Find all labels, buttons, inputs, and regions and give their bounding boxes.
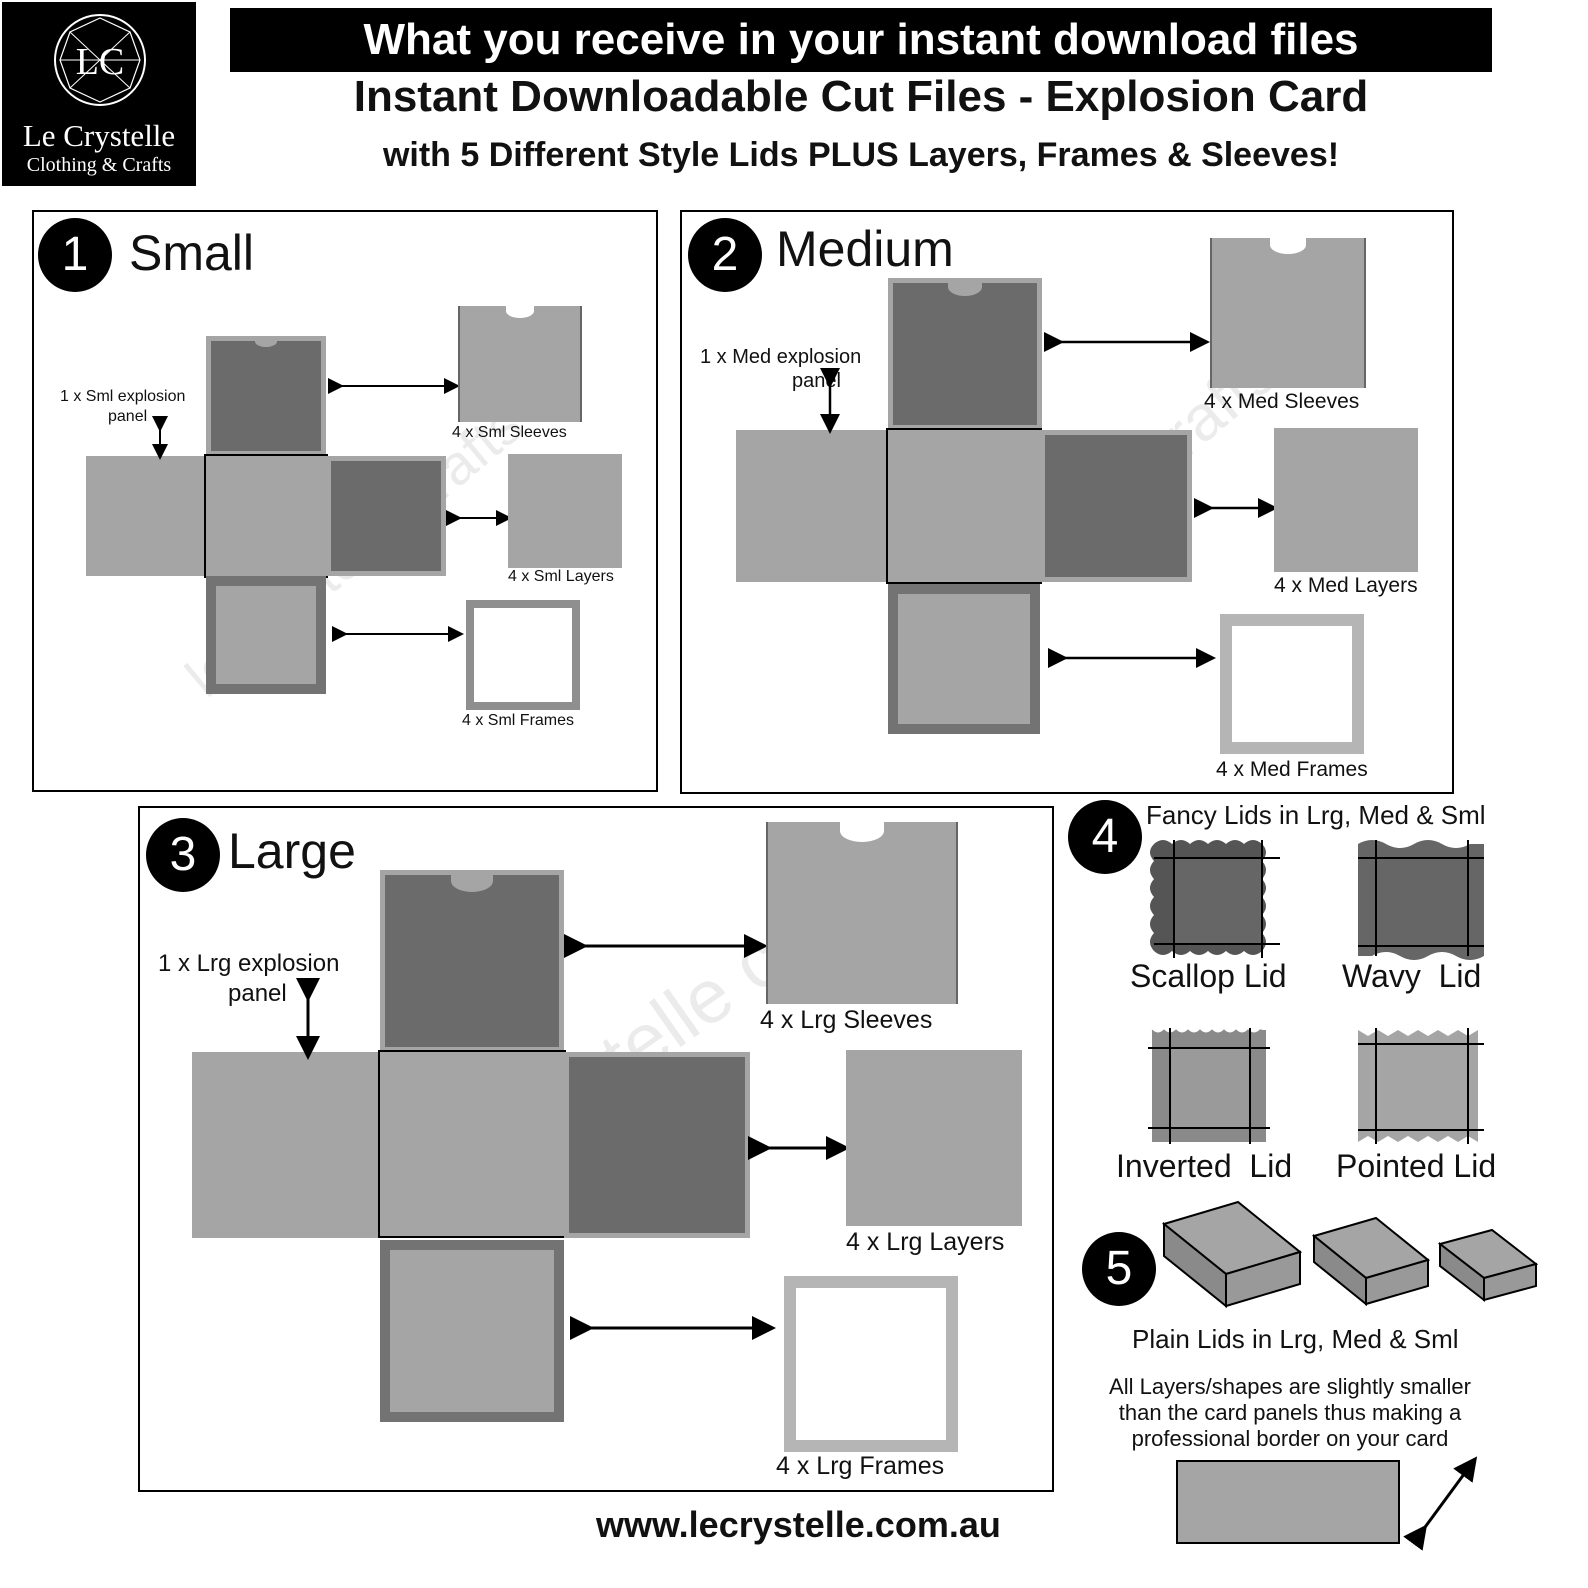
large-section: 3 Large le crystelle crafts 1 x Lrg expl… bbox=[138, 806, 1054, 1492]
logo-subtitle: Clothing & Crafts bbox=[26, 154, 172, 176]
fancy-lids-drawing bbox=[1148, 840, 1484, 1144]
small-sleeve bbox=[458, 304, 582, 422]
card-left-panel bbox=[736, 430, 888, 582]
card-bottom-panel bbox=[888, 584, 1040, 734]
plain-lids-drawing bbox=[1161, 1200, 1539, 1309]
large-frames-label: 4 x Lrg Frames bbox=[776, 1452, 945, 1480]
plain-lid-medium-icon bbox=[1311, 1216, 1431, 1307]
banner-title: What you receive in your instant downloa… bbox=[230, 8, 1492, 72]
card-top-panel bbox=[380, 870, 564, 1052]
medium-sleeves-label: 4 x Med Sleeves bbox=[1204, 390, 1360, 413]
note-line-3: professional border on your card bbox=[1131, 1426, 1449, 1451]
section-number-2: 2 bbox=[688, 218, 762, 292]
large-layer bbox=[846, 1050, 1022, 1226]
pointed-lid-icon bbox=[1358, 1028, 1484, 1144]
scallop-lid-label: Scallop Lid bbox=[1130, 958, 1287, 994]
card-right-panel bbox=[1040, 430, 1192, 582]
small-frame bbox=[466, 600, 580, 710]
explosion-panel-label-2: panel bbox=[108, 408, 148, 425]
border-example-panel bbox=[1176, 1460, 1400, 1544]
medium-layer bbox=[1274, 428, 1418, 572]
website-url: www.lecrystelle.com.au bbox=[596, 1504, 1001, 1545]
logo-monogram: LC bbox=[76, 41, 125, 83]
card-left-panel bbox=[192, 1052, 378, 1238]
small-frames-label: 4 x Sml Frames bbox=[462, 712, 575, 729]
page-tagline: with 5 Different Style Lids PLUS Layers,… bbox=[382, 136, 1340, 174]
inverted-lid-label: Inverted Lid bbox=[1116, 1148, 1293, 1184]
pointed-lid-label: Pointed Lid bbox=[1336, 1148, 1497, 1184]
section-number-3: 3 bbox=[146, 818, 220, 892]
card-left-panel bbox=[86, 456, 206, 576]
large-sleeve bbox=[766, 820, 958, 1004]
diagonal-arrow-icon bbox=[1403, 1456, 1478, 1551]
section-title-small: Small bbox=[129, 225, 255, 281]
explosion-panel-label: 1 x Med explosion bbox=[700, 346, 862, 368]
note-line-1: All Layers/shapes are slightly smaller bbox=[1109, 1374, 1471, 1399]
card-top-panel bbox=[206, 336, 326, 456]
section-title-large: Large bbox=[228, 823, 356, 879]
fancy-lids-heading: Fancy Lids in Lrg, Med & Sml bbox=[1146, 800, 1486, 830]
section-number-4: 4 bbox=[1068, 800, 1142, 874]
small-sleeves-label: 4 x Sml Sleeves bbox=[452, 424, 567, 441]
logo: LC Le Crystelle Clothing & Crafts bbox=[2, 2, 196, 186]
small-section: 1 Small le crystelle crafts 1 x Sml expl… bbox=[32, 210, 658, 792]
card-center-panel bbox=[378, 1050, 566, 1238]
large-sleeves-label: 4 x Lrg Sleeves bbox=[760, 1006, 933, 1034]
medium-layers-label: 4 x Med Layers bbox=[1274, 574, 1418, 597]
medium-arrows bbox=[820, 332, 1278, 668]
plain-lids-caption: Plain Lids in Lrg, Med & Sml bbox=[1132, 1324, 1459, 1354]
plain-lid-large-icon bbox=[1161, 1200, 1303, 1309]
page-subtitle: Instant Downloadable Cut Files - Explosi… bbox=[353, 72, 1369, 121]
scallop-lid-icon bbox=[1150, 840, 1280, 958]
card-bottom-panel bbox=[206, 576, 326, 694]
wavy-lid-label: Wavy Lid bbox=[1342, 958, 1482, 994]
small-arrows bbox=[152, 378, 512, 642]
crystal-logo-icon: LC bbox=[54, 14, 146, 106]
section-number-5: 5 bbox=[1082, 1232, 1156, 1306]
card-right-panel bbox=[326, 456, 446, 576]
wavy-lid-icon bbox=[1358, 840, 1484, 960]
large-arrows bbox=[296, 934, 850, 1340]
logo-brand: Le Crystelle bbox=[22, 118, 176, 153]
card-right-panel bbox=[564, 1052, 750, 1238]
medium-frame bbox=[1220, 614, 1364, 754]
large-frame bbox=[784, 1276, 958, 1452]
note-line-2: than the card panels thus making a bbox=[1118, 1400, 1462, 1425]
card-bottom-panel bbox=[380, 1240, 564, 1422]
medium-frames-label: 4 x Med Frames bbox=[1216, 758, 1368, 781]
medium-section: 2 Medium le crystelle crafts 1 x Med exp… bbox=[680, 210, 1454, 794]
explosion-panel-label: 1 x Sml explosion bbox=[60, 388, 186, 405]
card-center-panel bbox=[886, 428, 1042, 584]
explosion-panel-label: 1 x Lrg explosion bbox=[158, 950, 340, 977]
plain-lid-small-icon bbox=[1437, 1228, 1539, 1303]
explosion-panel-label-2: panel bbox=[228, 980, 287, 1007]
small-layers-label: 4 x Sml Layers bbox=[508, 568, 614, 585]
small-layer bbox=[508, 454, 622, 568]
inverted-lid-icon bbox=[1148, 1028, 1270, 1144]
card-top-panel bbox=[888, 278, 1042, 430]
large-layers-label: 4 x Lrg Layers bbox=[846, 1228, 1005, 1256]
section-number-1: 1 bbox=[38, 218, 112, 292]
medium-sleeve bbox=[1210, 236, 1366, 388]
section-title-medium: Medium bbox=[776, 221, 954, 277]
